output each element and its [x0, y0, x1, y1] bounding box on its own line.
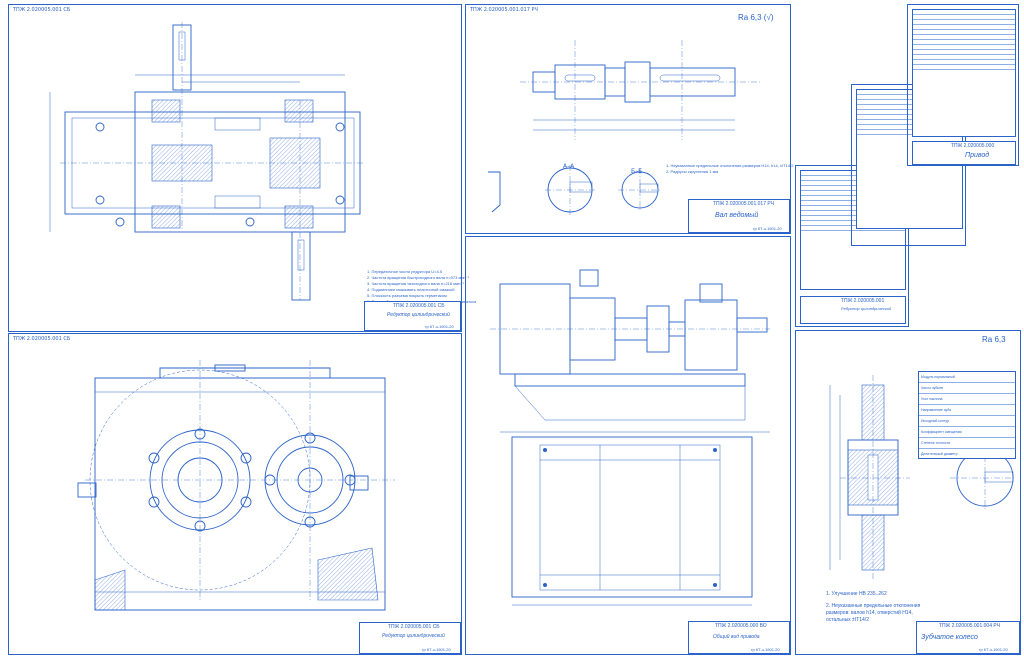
title-block: ТПЖ 2.020005.000 Привод	[912, 141, 1016, 165]
roughness-mark: Ra 6,3 (√)	[738, 13, 774, 22]
gear-note-2: 2. Неуказанные предельные отклонения	[826, 603, 921, 609]
title-block-title: Редуктор цилиндрический	[382, 633, 445, 639]
assembly-note-1: 1. Передаточное число редуктора U=4,5	[367, 269, 443, 274]
assembly-note-3: 3. Частота вращения тихоходного вала n=2…	[367, 281, 464, 286]
gear-param: Угол наклона	[919, 394, 1015, 405]
sheet-stamp-tag: ТПЖ 2.020005.001 СБ	[13, 7, 71, 13]
gear-param: Число зубьев	[919, 383, 1015, 394]
title-block-group: гр КТ-з-1901-20	[751, 647, 780, 652]
gear-note-4: остальных ±IT14/2	[826, 617, 869, 623]
title-block-code: ТПЖ 2.020005.001 СБ	[388, 624, 440, 630]
gear-param: Степень точности	[919, 438, 1015, 449]
roughness-mark: Ra 6,3	[982, 335, 1006, 344]
title-block: ТПЖ 2.020005.001 СБ Редуктор цилиндричес…	[364, 301, 461, 331]
gear-wheel-drawing	[829, 375, 1015, 580]
title-block-code: ТПЖ 2.020005.001.004 РЧ	[939, 623, 1001, 629]
spec-table	[912, 9, 1016, 137]
gear-param: Модуль нормальный	[919, 372, 1015, 383]
drive-general-view	[490, 269, 770, 606]
shaft-note-2: 2. Радиусы скругления 1 мм	[666, 169, 719, 174]
title-block-title: Общий вид привода	[713, 634, 760, 640]
title-block: ТПЖ 2.020005.000 ВО Общий вид привода гр…	[688, 621, 790, 654]
sheet-drive: ТПЖ 2.020005.000 ВО Общий вид привода гр…	[465, 236, 791, 655]
shaft-drawing	[488, 40, 760, 215]
section-a-label: А–А	[563, 163, 575, 170]
assembly-note-5: 5. Плоскость разъема покрыть герметиком	[367, 293, 447, 298]
assembly-note-4: 4. Подшипники смазывать пластичной смазк…	[367, 287, 455, 292]
shaft-note-1: 1. Неуказанные предельные отклонения раз…	[666, 163, 794, 168]
title-block: ТПЖ 2.020005.001.004 РЧ Зубчатое колесо …	[916, 621, 1020, 654]
title-block: ТПЖ 2.020005.001.017 РЧ Вал ведомый гр К…	[688, 199, 790, 233]
title-block-code: ТПЖ 2.020005.001.017 РЧ	[713, 201, 775, 207]
assembly-note-2: 2. Частота вращения быстроходного вала n…	[367, 275, 470, 280]
title-block-title: Привод	[965, 152, 990, 159]
sheet-shaft: ТПЖ 2.020005.001.017 РЧ Ra 6,3 (√) А–А Б…	[465, 4, 794, 234]
title-block-title: Зубчатое колесо	[921, 634, 978, 641]
title-block-code: ТПЖ 2.020005.000 ВО	[715, 623, 767, 629]
title-block: ТПЖ 2.020005.001 Редуктор цилиндрический	[800, 296, 906, 324]
gear-note-3: размеров: валов h14, отверстий Н14,	[826, 610, 913, 616]
gear-param: Делительный диаметр	[919, 449, 1015, 458]
sheet-spec-drive: ТПЖ 2.020005.000 Привод	[907, 4, 1019, 166]
title-block-title: Редуктор цилиндрический	[841, 306, 892, 311]
gear-note-1: 1. Улучшение НВ 235..262	[826, 591, 887, 597]
gear-param: Исходный контур	[919, 416, 1015, 427]
title-block-code: ТПЖ 2.020005.001	[841, 298, 885, 304]
section-b-label: Б–Б	[631, 168, 643, 175]
title-block-title: Редуктор цилиндрический	[387, 312, 450, 318]
title-block-group: гр КТ-з-1901-20	[425, 324, 454, 329]
reducer-side-view	[77, 360, 395, 611]
title-block-group: гр КТ-з-1901-20	[753, 226, 782, 231]
sheet-assembly-side: ТПЖ 2.020005.001 СБ ТПЖ 2.020005.001 СБ …	[8, 333, 462, 655]
title-block-group: гр КТ-з-1901-20	[979, 647, 1008, 652]
title-block-group: гр КТ-з-1901-20	[422, 647, 451, 652]
title-block-code: ТПЖ 2.020005.001 СБ	[393, 303, 445, 309]
title-block-code: ТПЖ 2.020005.000	[951, 143, 995, 149]
sheet-gear: Ra 6,3 Модуль нормальный Число зубьев Уг…	[795, 330, 1021, 655]
title-block-title: Вал ведомый	[715, 212, 759, 219]
sheet-stamp-tag: ТПЖ 2.020005.001 СБ	[13, 336, 71, 342]
sheet-assembly-top: ТПЖ 2.020005.001 СБ 1. Передаточное числ…	[8, 4, 476, 332]
gear-params-table: Модуль нормальный Число зубьев Угол накл…	[918, 371, 1016, 459]
gear-param: Коэффициент смещения	[919, 427, 1015, 438]
sheet-stamp-tag: ТПЖ 2.020005.001.017 РЧ	[470, 7, 538, 13]
reducer-top-view	[49, 22, 365, 301]
title-block: ТПЖ 2.020005.001 СБ Редуктор цилиндричес…	[359, 622, 461, 654]
gear-param: Направление зуба	[919, 405, 1015, 416]
